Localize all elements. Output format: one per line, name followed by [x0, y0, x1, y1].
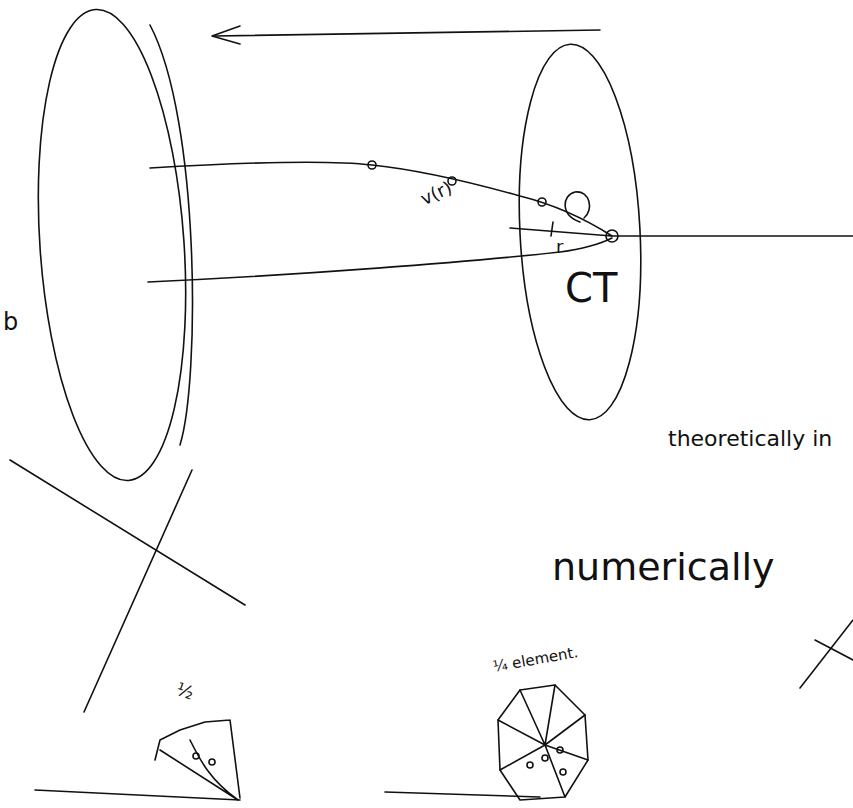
- point: [193, 753, 199, 759]
- note-text: theoretically in: [668, 428, 832, 450]
- far-plane: [24, 5, 201, 486]
- axis-line: [510, 228, 853, 236]
- cross-line: [815, 640, 853, 660]
- tick: [551, 222, 553, 236]
- point: [538, 198, 546, 206]
- point: [209, 759, 215, 765]
- point: [527, 762, 533, 768]
- velocity-label: v(r): [418, 178, 455, 208]
- edge-text: b: [3, 310, 18, 334]
- point: [560, 769, 566, 775]
- half-sketch-base: [35, 790, 240, 800]
- lower-streamline: [148, 238, 612, 282]
- point: [557, 747, 563, 753]
- upper-streamline: [150, 162, 612, 236]
- ct-point: [606, 230, 618, 242]
- cross-line: [800, 620, 853, 688]
- fraction-label: ½: [174, 680, 197, 703]
- far-plane-stroke: [150, 25, 192, 445]
- spokes: [498, 685, 588, 797]
- flow-arrow: [215, 30, 600, 36]
- loop: [565, 192, 589, 222]
- element-note: ¼ element.: [492, 645, 579, 675]
- point: [542, 755, 548, 761]
- octagon: [498, 685, 588, 800]
- point: [368, 161, 376, 169]
- arrow-head: [212, 26, 240, 44]
- cross-line: [10, 460, 245, 605]
- ct-label: CT: [565, 268, 617, 308]
- ct-plane: [510, 41, 650, 423]
- half-sketch: [155, 720, 240, 800]
- cross-line: [84, 470, 192, 712]
- note-text: numerically: [552, 548, 775, 586]
- radius-label: r: [556, 238, 563, 256]
